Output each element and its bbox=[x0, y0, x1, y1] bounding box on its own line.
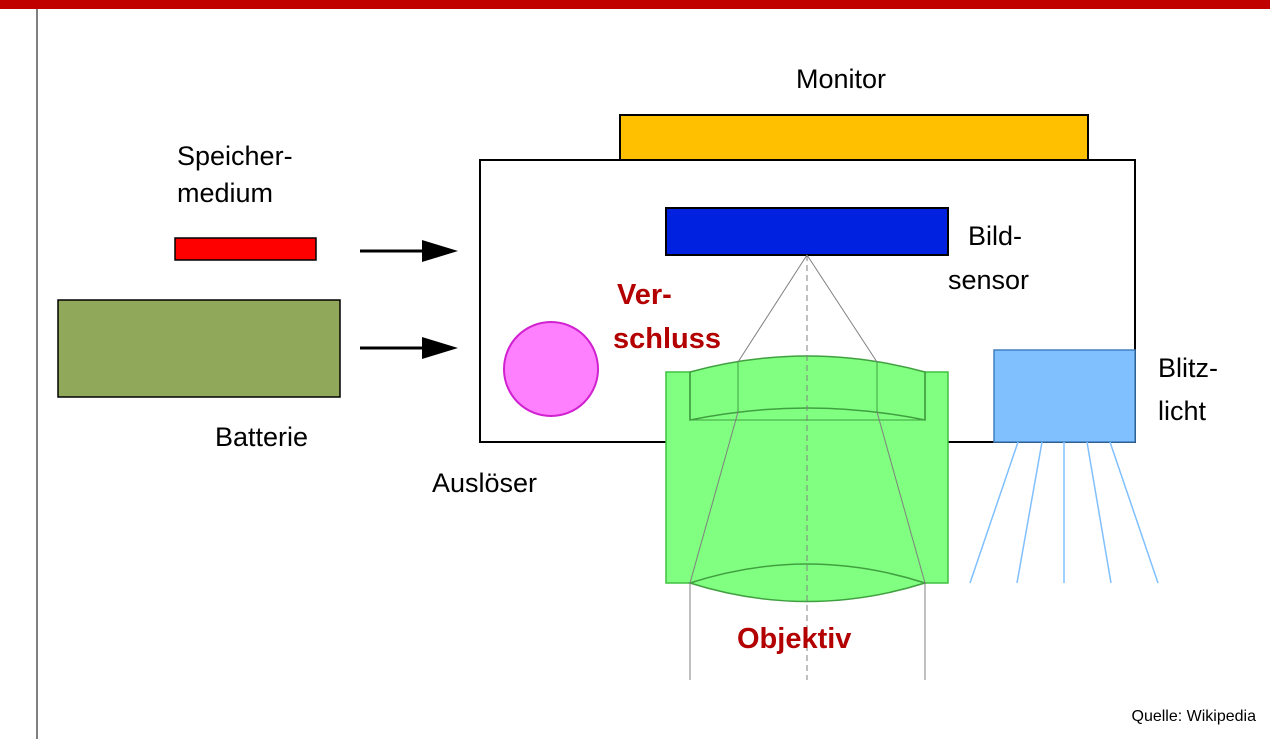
label-memory-line1: Speicher- bbox=[177, 141, 293, 171]
arrow-battery bbox=[360, 337, 458, 359]
source-credit: Quelle: Wikipedia bbox=[1131, 708, 1257, 725]
shutter-button-circle bbox=[503, 321, 599, 417]
left-margin-line bbox=[36, 9, 38, 739]
header-bar bbox=[0, 0, 1270, 9]
label-battery: Batterie bbox=[215, 422, 309, 452]
label-memory-line2: medium bbox=[177, 178, 274, 208]
label-shutter-line2: schluss bbox=[613, 323, 721, 355]
label-monitor: Monitor bbox=[796, 64, 887, 94]
memory-card-block bbox=[174, 237, 317, 261]
light-rays bbox=[689, 254, 926, 680]
label-lens: Objektiv bbox=[737, 623, 852, 655]
label-flash-line2: licht bbox=[1158, 396, 1207, 426]
image-sensor-block bbox=[665, 207, 949, 256]
label-sensor-line2: sensor bbox=[948, 265, 1030, 295]
label-flash-line1: Blitz- bbox=[1158, 353, 1218, 383]
monitor-block bbox=[619, 114, 1089, 161]
label-shutter-release: Auslöser bbox=[432, 468, 538, 498]
label-sensor-line1: Bild- bbox=[968, 221, 1023, 251]
flash-rays bbox=[969, 441, 1159, 584]
flash-block bbox=[993, 349, 1136, 443]
arrow-memory bbox=[360, 240, 458, 262]
label-shutter-line1: Ver- bbox=[617, 279, 672, 311]
battery-block bbox=[57, 299, 341, 398]
